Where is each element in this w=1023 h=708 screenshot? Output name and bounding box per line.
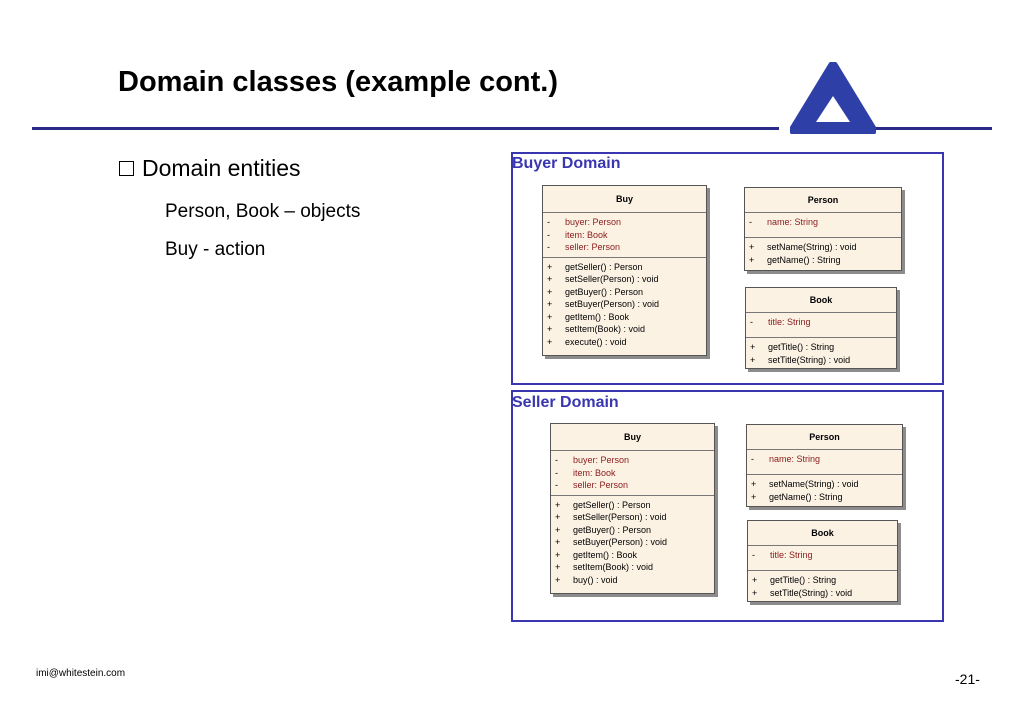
footer-email: imi@whitestein.com: [36, 668, 126, 679]
buyer-domain-label: Buyer Domain: [512, 155, 621, 172]
operation-row: +setName(String) : void: [749, 242, 857, 252]
class-name: Buy: [551, 424, 714, 451]
class-attributes: -buyer: Person -item: Book -seller: Pers…: [543, 213, 706, 258]
operation-row: +setBuyer(Person) : void: [547, 299, 660, 309]
operation-row: +setTitle(String) : void: [750, 354, 851, 365]
seller-buy-class: Buy -buyer: Person -item: Book -seller: …: [550, 423, 715, 594]
seller-book-class: Book -title: String +getTitle() : String…: [747, 520, 898, 602]
operation-row: +getTitle() : String: [750, 342, 835, 352]
attribute-row: -item: Book: [555, 467, 616, 478]
operation-row: +setSeller(Person) : void: [547, 274, 659, 284]
attribute-row: -item: Book: [547, 229, 608, 240]
title-rule-right: [874, 127, 992, 130]
class-operations: +setName(String) : void +getName() : Str…: [745, 238, 901, 269]
bullet-text: Domain entities: [142, 155, 301, 181]
class-attributes: -title: String: [746, 313, 896, 338]
buyer-buy-class: Buy -buyer: Person -item: Book -seller: …: [542, 185, 707, 356]
operation-row: +getItem() : Book: [547, 311, 630, 322]
class-attributes: -title: String: [748, 546, 897, 571]
operation-row: +setBuyer(Person) : void: [555, 537, 668, 547]
class-name: Person: [745, 188, 901, 213]
sub-item-objects: Person, Book – objects: [165, 201, 361, 222]
operation-row: +setItem(Book) : void: [547, 324, 646, 334]
operation-row: +getBuyer() : Person: [555, 524, 652, 535]
title-rule-left: [32, 127, 779, 130]
attribute-row: -title: String: [752, 550, 813, 560]
class-attributes: -buyer: Person -item: Book -seller: Pers…: [551, 451, 714, 496]
class-name: Person: [747, 425, 902, 450]
class-operations: +getSeller() : Person +setSeller(Person)…: [543, 258, 706, 352]
class-name: Book: [746, 288, 896, 313]
slide-title: Domain classes (example cont.): [118, 66, 558, 98]
operation-row: +getName() : String: [751, 491, 843, 502]
attribute-row: -name: String: [751, 454, 821, 464]
attribute-row: -title: String: [750, 317, 811, 327]
attribute-row: -buyer: Person: [547, 217, 622, 227]
operation-row: +buy() : void: [555, 574, 618, 585]
seller-person-class: Person -name: String +setName(String) : …: [746, 424, 903, 507]
company-logo-icon: [790, 62, 876, 134]
buyer-domain-frame: [511, 152, 944, 385]
attribute-row: -name: String: [749, 217, 819, 227]
class-name: Book: [748, 521, 897, 546]
seller-domain-frame: [511, 390, 944, 622]
operation-row: +setName(String) : void: [751, 479, 859, 489]
checkbox-bullet-icon: [119, 161, 134, 176]
buyer-person-class: Person -name: String +setName(String) : …: [744, 187, 902, 271]
class-attributes: -name: String: [745, 213, 901, 238]
operation-row: +setItem(Book) : void: [555, 562, 654, 572]
bullet-domain-entities: Domain entities: [119, 155, 301, 182]
attribute-row: -seller: Person: [547, 242, 621, 252]
class-operations: +setName(String) : void +getName() : Str…: [747, 475, 902, 506]
class-attributes: -name: String: [747, 450, 902, 475]
attribute-row: -seller: Person: [555, 480, 629, 490]
class-operations: +getSeller() : Person +setSeller(Person)…: [551, 496, 714, 590]
operation-row: +getSeller() : Person: [547, 261, 643, 272]
page-number: -21-: [955, 671, 980, 687]
class-name: Buy: [543, 186, 706, 213]
operation-row: +setSeller(Person) : void: [555, 512, 667, 522]
operation-row: +getTitle() : String: [752, 575, 837, 585]
class-operations: +getTitle() : String +setTitle(String) :…: [748, 571, 897, 602]
buyer-book-class: Book -title: String +getTitle() : String…: [745, 287, 897, 369]
operation-row: +setTitle(String) : void: [752, 587, 853, 598]
operation-row: +getItem() : Book: [555, 549, 638, 560]
sub-item-action: Buy - action: [165, 239, 266, 260]
class-operations: +getTitle() : String +setTitle(String) :…: [746, 338, 896, 369]
attribute-row: -buyer: Person: [555, 455, 630, 465]
operation-row: +getBuyer() : Person: [547, 286, 644, 297]
operation-row: +getSeller() : Person: [555, 499, 651, 510]
operation-row: +execute() : void: [547, 336, 627, 347]
operation-row: +getName() : String: [749, 254, 841, 265]
seller-domain-label: Seller Domain: [512, 394, 619, 411]
